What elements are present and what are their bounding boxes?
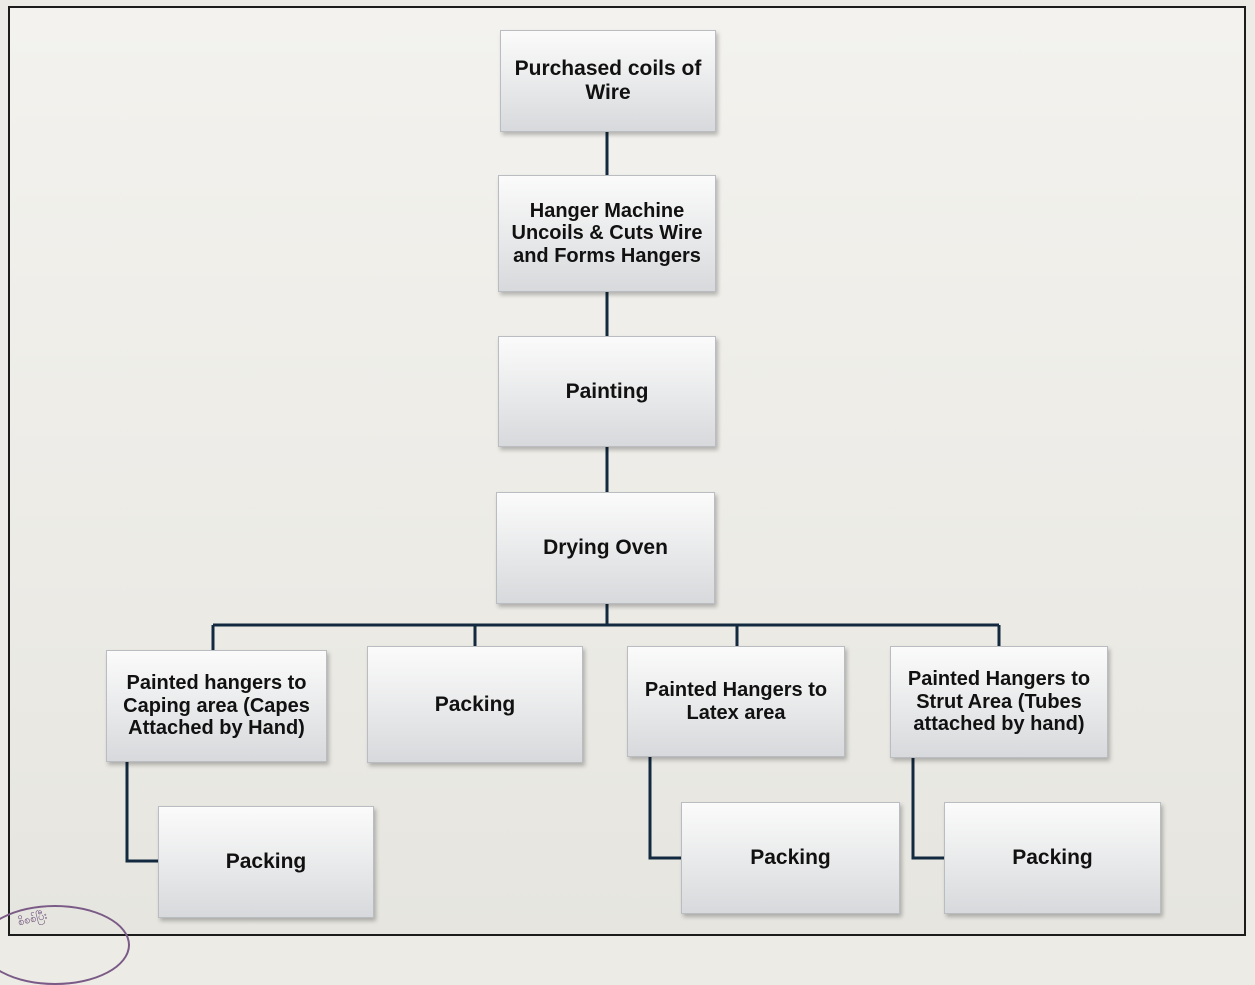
connector-latex-to-packing (648, 757, 681, 860)
node-packing-latex: Packing (681, 802, 900, 914)
node-drying-oven: Drying Oven (496, 492, 715, 604)
node-caping-area: Painted hangers to Caping area (Capes At… (106, 650, 327, 762)
node-purchased-coils: Purchased coils of Wire (500, 30, 716, 132)
connector-strut-to-packing (911, 758, 944, 860)
connector-lines (125, 132, 1001, 863)
node-latex-area: Painted Hangers to Latex area (627, 646, 845, 757)
node-packing-strut: Packing (944, 802, 1161, 914)
node-packing-main: Packing (367, 646, 583, 763)
connector-caping-to-packing (125, 762, 158, 863)
node-painting: Painting (498, 336, 716, 447)
diagram-frame (8, 6, 1246, 936)
node-packing-caping: Packing (158, 806, 374, 918)
node-strut-area: Painted Hangers to Strut Area (Tubes att… (890, 646, 1108, 758)
node-hanger-machine: Hanger Machine Uncoils & Cuts Wire and F… (498, 175, 716, 292)
